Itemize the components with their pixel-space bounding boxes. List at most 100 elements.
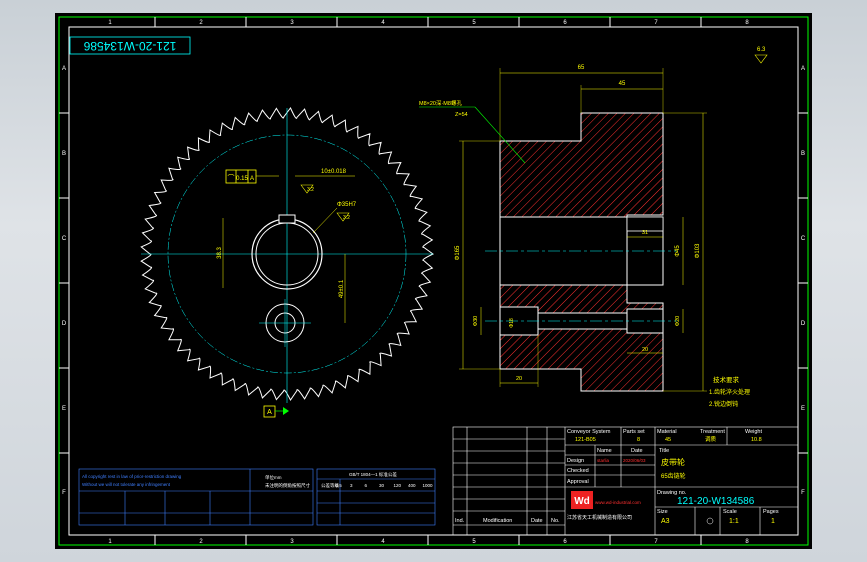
tolerance-header-cell: 1000 bbox=[423, 483, 434, 488]
tolerance-frame bbox=[225, 169, 257, 184]
tolerance-header-cell: 公差等级 bbox=[321, 482, 339, 489]
size-value: A3 bbox=[661, 518, 670, 525]
grid-letter: F bbox=[801, 490, 805, 496]
grid-letter: A bbox=[62, 66, 66, 72]
parts-label: Parts set bbox=[623, 429, 645, 435]
dim-inner-small: 31 bbox=[642, 230, 648, 236]
design-date: 2020/06/03 bbox=[623, 458, 646, 463]
tolerance-table-title: GB/T 1804—1 标准公差 bbox=[349, 471, 397, 478]
grid-number: 7 bbox=[654, 539, 658, 545]
upper-section-hatch bbox=[499, 112, 664, 218]
approval-label: Approval bbox=[567, 479, 589, 485]
grid-number: 6 bbox=[563, 20, 567, 26]
grid-number: 1 bbox=[108, 539, 112, 545]
keyway bbox=[278, 214, 296, 224]
parts-value: 8 bbox=[637, 437, 640, 443]
title-block-text: Conveyor System 121-B05 Parts set 8 Mate… bbox=[455, 429, 779, 525]
dim-hub-length: 45 bbox=[619, 81, 626, 87]
grid-letter: D bbox=[62, 321, 67, 327]
dim-hole-left-inner: Φ18 bbox=[509, 318, 515, 328]
grid-ticks bbox=[59, 17, 808, 545]
company-en: www.wd-industrial.com bbox=[595, 500, 641, 505]
treatment-label: Treatment bbox=[700, 429, 725, 435]
design-label: Design bbox=[567, 458, 584, 464]
dim-bottom-right: 20 bbox=[642, 347, 648, 353]
datum-label: A bbox=[267, 409, 272, 416]
title-label: Title bbox=[659, 448, 669, 454]
grid-letter: D bbox=[801, 321, 806, 327]
rotated-number-box bbox=[69, 36, 191, 55]
size-label: Size bbox=[657, 509, 668, 515]
dim-outer-diameter: Φ165 bbox=[455, 245, 461, 260]
thread-note-1: M8×20深·M8螺孔 bbox=[419, 99, 462, 107]
grid-letter: F bbox=[62, 490, 66, 496]
name-label: Name bbox=[597, 448, 612, 454]
unit-note: 单位mm bbox=[265, 474, 282, 481]
tolerance-header-cell: 120 bbox=[394, 483, 402, 488]
part-title: 皮带轮 bbox=[661, 457, 685, 467]
tolerance-value: 0.15 bbox=[236, 176, 248, 182]
thread-note-2: Z=54 bbox=[455, 112, 468, 118]
material-label: Material bbox=[657, 429, 677, 435]
grid-number: 2 bbox=[199, 20, 203, 26]
revision-ind: Ind. bbox=[455, 518, 465, 524]
grid-number: 4 bbox=[381, 20, 385, 26]
tech-req-title: 技术要求 bbox=[713, 375, 740, 384]
grid-number: 8 bbox=[745, 539, 749, 545]
left-notes-text: All copyright rest in law of prior-restr… bbox=[82, 471, 397, 489]
grid-letter: B bbox=[62, 151, 66, 157]
grid-number: 3 bbox=[290, 539, 294, 545]
tolerance-header-cell: 3 bbox=[350, 483, 353, 488]
date-label: Date bbox=[631, 448, 643, 454]
grid-letter: C bbox=[62, 236, 67, 242]
dim-keyway-width: 10±0.018 bbox=[321, 169, 347, 175]
checked-label: Checked bbox=[567, 468, 589, 474]
grid-letter: C bbox=[801, 236, 806, 242]
roughness-corner: 6.3 bbox=[757, 47, 766, 53]
grid-number: 8 bbox=[745, 20, 749, 26]
drawing-number: 121-20-W134586 bbox=[677, 496, 755, 507]
sprocket-teeth-outline bbox=[140, 107, 434, 401]
datum-triangle bbox=[283, 407, 289, 415]
treatment-value: 调质 bbox=[705, 435, 717, 443]
copyright-line-1: All copyright rest in law of prior-restr… bbox=[82, 474, 182, 479]
lower-section-hatch bbox=[499, 284, 664, 392]
pages-label: Pages bbox=[763, 509, 779, 515]
scale-label: Scale bbox=[723, 509, 737, 515]
logo-text: Wd bbox=[574, 496, 590, 507]
weight-value: 10.8 bbox=[751, 437, 762, 443]
dim-center-distance: 49±0.1 bbox=[339, 279, 345, 298]
dim-bore-diameter: Φ45 bbox=[675, 245, 681, 257]
dim-hole-right: Φ20 bbox=[675, 316, 681, 327]
surface-finish-1: 3.2 bbox=[307, 187, 314, 193]
grid-letter: E bbox=[801, 406, 805, 412]
weight-label: Weight bbox=[745, 429, 762, 435]
tech-req-item-2: 2.锐边倒钝 bbox=[709, 400, 738, 408]
section-view: 65 45 M8×20深·M8螺孔 Z=54 Φ165 Φ30 Φ18 Φ45 … bbox=[419, 65, 707, 392]
grid-number: 2 bbox=[199, 539, 203, 545]
dim-step-width: 20 bbox=[516, 376, 522, 382]
tolerance-symbol: ⌒ bbox=[228, 174, 235, 182]
scale-value: 1:1 bbox=[729, 518, 739, 525]
dim-hole-left: Φ30 bbox=[473, 316, 479, 327]
revision-mod: Modification bbox=[483, 518, 512, 524]
tolerance-header-cell: 0.5 bbox=[336, 483, 343, 488]
copyright-line-2: Without we will not tolerate any infring… bbox=[82, 482, 171, 487]
tolerance-ref: A bbox=[250, 176, 254, 182]
projection-symbol bbox=[706, 517, 714, 525]
grid-number: 5 bbox=[472, 539, 476, 545]
sprocket-front-view: ⌒ 0.15 A 10±0.018 3.2 Φ35H7 3.2 38.3 49±… bbox=[140, 107, 434, 418]
grid-number: 1 bbox=[108, 20, 112, 26]
inner-border bbox=[68, 26, 799, 536]
surface-finish-2: 3.2 bbox=[343, 215, 350, 221]
datum-box bbox=[263, 405, 276, 418]
company-cn: 江苏省天工机械制造有限公司 bbox=[567, 514, 632, 521]
grid-letter: E bbox=[62, 406, 66, 412]
drawing-no-label: Drawing no. bbox=[657, 490, 687, 496]
dim-total-length: 65 bbox=[578, 65, 585, 71]
revision-date: Date bbox=[531, 518, 543, 524]
revision-no: No. bbox=[551, 518, 560, 524]
